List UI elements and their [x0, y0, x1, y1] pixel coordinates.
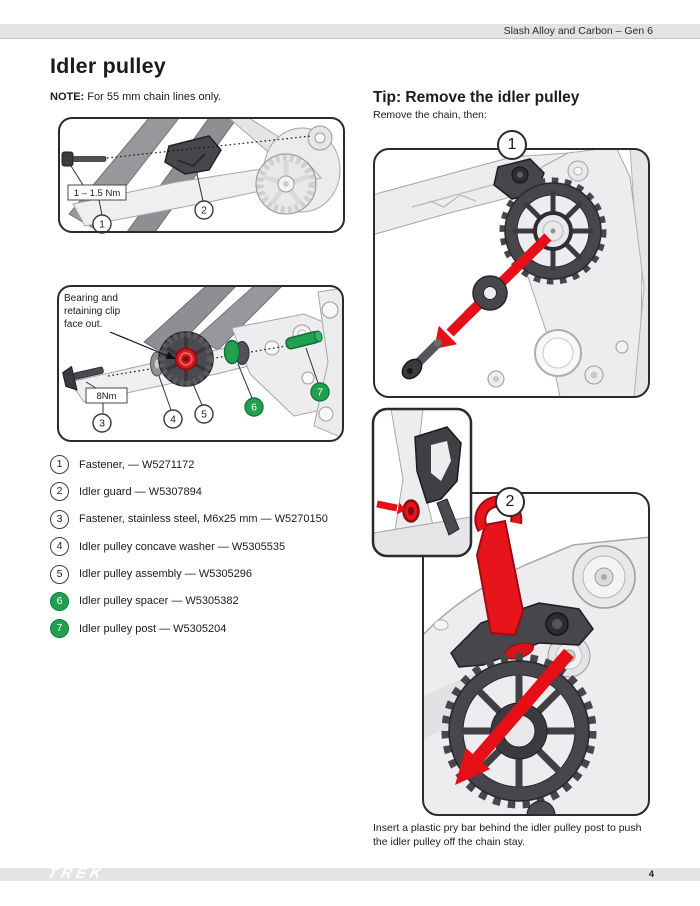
- parts-list-item: 3 Fastener, stainless steel, M6x25 mm — W…: [50, 509, 370, 529]
- figure-border: [57, 285, 344, 442]
- part-number-badge: 2: [50, 482, 69, 502]
- note-label: NOTE:: [50, 91, 85, 103]
- exploded-diagram-svg: Bearing and retaining clip face out. 8Nm…: [57, 285, 344, 442]
- page-title: Idler pulley: [50, 54, 166, 78]
- tip-intro: Remove the chain, then:: [373, 109, 487, 121]
- figure-step2: [421, 491, 651, 817]
- part-number-badge: 5: [50, 564, 69, 584]
- pointer-arrow: [376, 500, 398, 512]
- pulley-post-icon: [285, 330, 323, 350]
- figure-exploded: Bearing and retaining clip face out. 8Nm…: [56, 284, 345, 443]
- idler-pulley-assembly-icon: [158, 331, 214, 387]
- torque-label-box: [85, 387, 128, 404]
- svg-text:7: 7: [317, 387, 323, 399]
- part-label: Fastener, stainless steel, M6x25 mm — W5…: [79, 513, 328, 526]
- part-label: Idler pulley assembly — W5305296: [79, 568, 253, 581]
- part-label: Fastener, — W5271172: [79, 458, 195, 471]
- figure-border: [58, 117, 345, 233]
- alignment-dotted-line: [106, 135, 312, 159]
- caption-line-2: the idler pulley off the chain stay.: [373, 835, 525, 848]
- part-label: Idler pulley concave washer — W5305535: [79, 540, 286, 553]
- svg-text:4: 4: [170, 414, 176, 426]
- svg-text:1: 1: [99, 219, 105, 231]
- bike-frame-art: [374, 149, 649, 397]
- svg-text:5: 5: [201, 409, 207, 421]
- install-diagram-svg: 1 – 1.5 Nm 1 2: [58, 117, 345, 234]
- bike-frame-art: Bearing and retaining clip face out.: [62, 286, 343, 439]
- callout-3: [92, 413, 112, 433]
- part-label: Idler pulley post — W5305204: [79, 622, 227, 635]
- note-line: NOTE: For 55 mm chain lines only.: [50, 91, 221, 103]
- svg-text:2: 2: [201, 205, 207, 217]
- idler-guard-closeup: [414, 426, 462, 536]
- parts-list-item: 4 Idler pulley concave washer — W5305535: [50, 537, 370, 557]
- removed-bolt-icon: [401, 338, 443, 380]
- idler-guard-shape: [164, 135, 222, 175]
- bearing-note-line2: retaining clip: [64, 306, 121, 317]
- header-title: Slash Alloy and Carbon – Gen 6: [503, 25, 653, 37]
- callout-5: [194, 404, 214, 424]
- part-number-badge: 4: [50, 537, 69, 557]
- callout-2: [194, 200, 214, 220]
- callout-4: [163, 409, 183, 429]
- closeup-art: [373, 409, 471, 556]
- callout-6: [244, 397, 264, 417]
- bearing-note-line1: Bearing and: [64, 293, 118, 304]
- step1-diagram-svg: [373, 148, 650, 398]
- tip-heading: Tip: Remove the idler pulley: [373, 89, 580, 106]
- step2-caption: Insert a plastic pry bar behind the idle…: [373, 822, 665, 849]
- bearing-note-line3: face out.: [64, 319, 102, 330]
- callout-7: [310, 382, 330, 402]
- push-arrowhead: [455, 748, 491, 785]
- part-number-badge: 1: [50, 455, 69, 474]
- part-label: Idler pulley spacer — W5305382: [79, 595, 239, 608]
- step-1-badge: 1: [497, 130, 527, 160]
- figure-install: 1 – 1.5 Nm 1 2: [57, 116, 346, 234]
- parts-list-item: 2 Idler guard — W5307894: [50, 482, 370, 502]
- figure-step2-inset: [371, 407, 473, 558]
- flathead-bolt-icon: [62, 365, 104, 391]
- pulley-spacer-icon: [223, 339, 250, 365]
- part-label: Idler guard — W5307894: [79, 485, 202, 498]
- page-number: 4: [648, 869, 654, 880]
- fastener-bolt-icon: [61, 151, 107, 167]
- torque-value: 8Nm: [96, 391, 116, 402]
- figure-step1: [372, 147, 651, 399]
- parts-list-item: 7 Idler pulley post — W5305204: [50, 619, 370, 639]
- step2-diagram-svg: [422, 492, 650, 816]
- step2-inset-svg: [371, 407, 473, 558]
- svg-text:6: 6: [251, 402, 257, 414]
- figure-border: [422, 492, 650, 816]
- svg-text:3: 3: [99, 418, 105, 430]
- page-header-bar: Slash Alloy and Carbon – Gen 6: [0, 24, 700, 39]
- push-arrow: [472, 648, 574, 764]
- parts-list-item: 5 Idler pulley assembly — W5305296: [50, 564, 370, 584]
- torque-label-box: [67, 184, 127, 201]
- bike-frame-art: [61, 118, 341, 232]
- trek-logo: TREK: [45, 865, 107, 882]
- silver-pulley-icon: [255, 153, 317, 215]
- part-number-badge: 6: [50, 591, 69, 611]
- step-2-badge: 2: [495, 487, 525, 517]
- frame-pivot: [572, 545, 636, 609]
- footer-bar: [0, 868, 700, 881]
- bike-frame-art: [423, 495, 649, 815]
- parts-list-item: 6 Idler pulley spacer — W5305382: [50, 591, 370, 611]
- parts-list: 1 Fastener, — W5271172 2 Idler guard — W53…: [50, 455, 370, 647]
- inset-border: [371, 407, 473, 558]
- parts-list-item: 1 Fastener, — W5271172: [50, 455, 370, 474]
- part-number-badge: 7: [50, 619, 69, 639]
- caption-line-1: Insert a plastic pry bar behind the idle…: [373, 822, 642, 834]
- note-text: For 55 mm chain lines only.: [84, 91, 221, 103]
- torque-value: 1 – 1.5 Nm: [74, 188, 121, 199]
- note-arrow: [109, 331, 169, 357]
- washer-icon: [472, 275, 508, 311]
- part-number-badge: 3: [50, 509, 69, 529]
